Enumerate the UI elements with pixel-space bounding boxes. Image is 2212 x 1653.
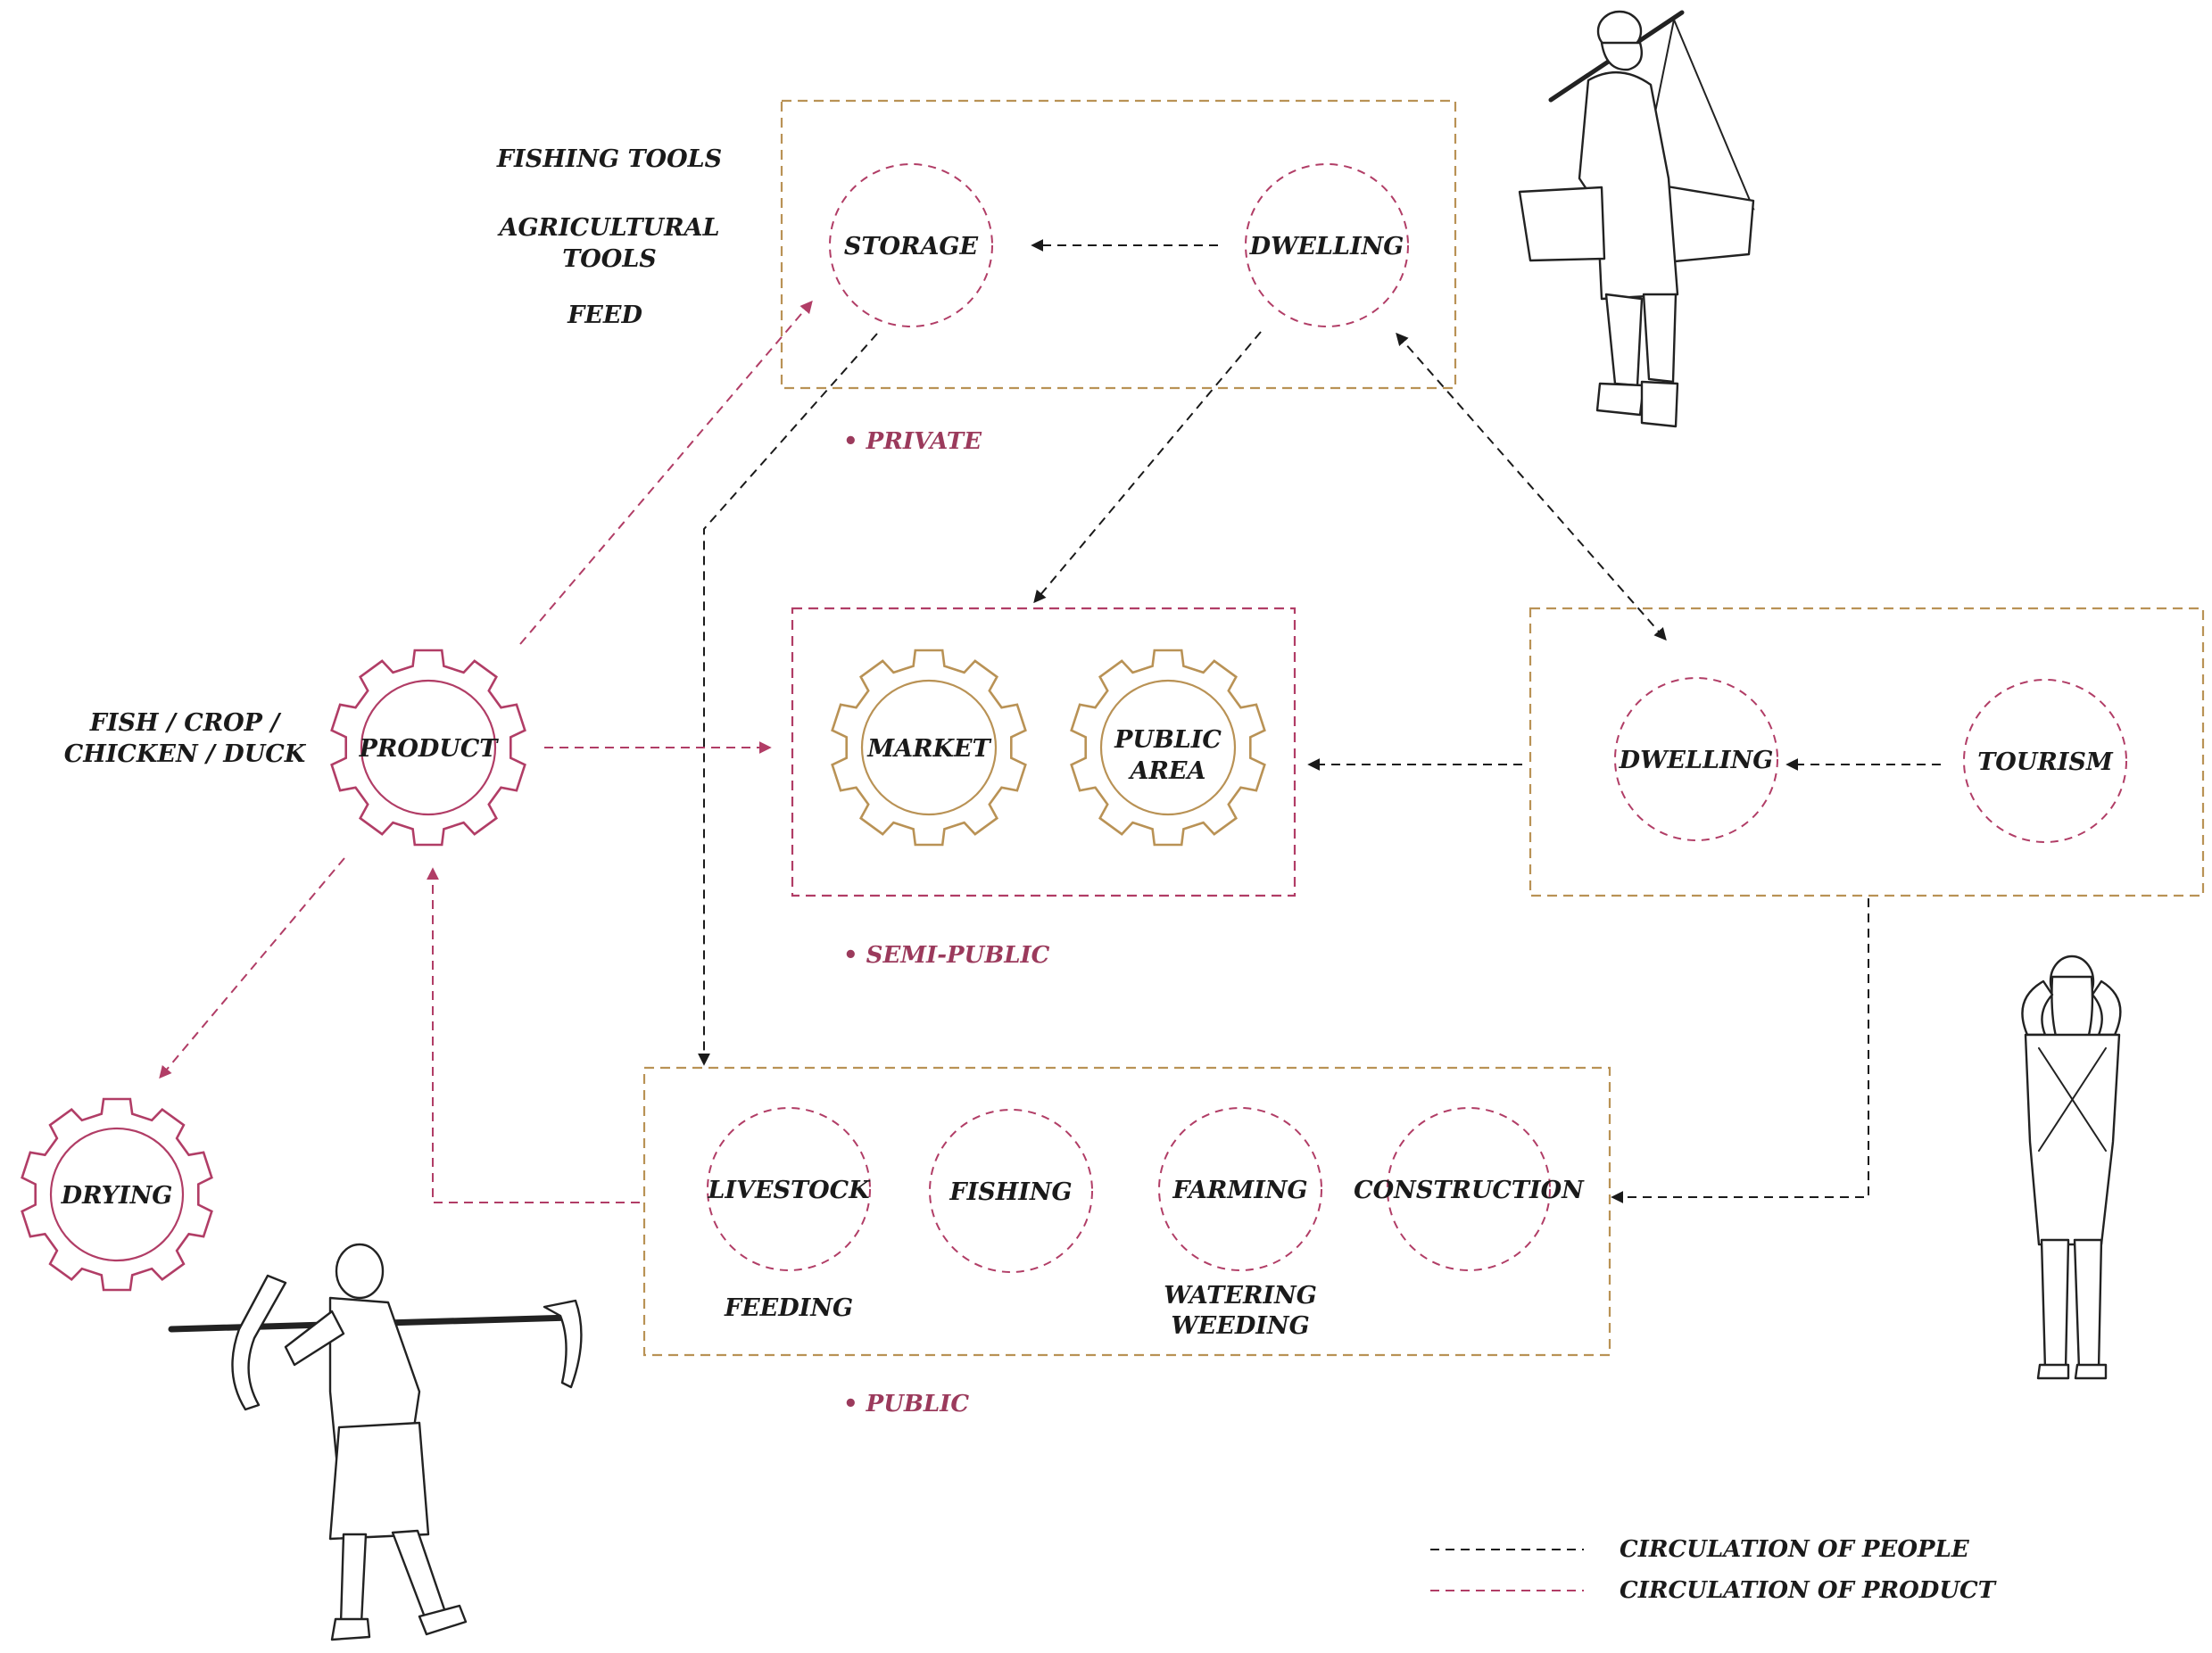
legend-people-label: CIRCULATION OF PEOPLE [1620,1536,1970,1563]
tourism-zone-box [1529,607,2205,897]
feed-note: FEED [567,302,642,329]
construction-node [1387,1107,1551,1271]
tourism-label: TOURISM [1977,748,2114,776]
flow-dwelling-to-market [1033,331,1262,604]
farming-node [1158,1107,1322,1271]
flow-dwelling-to-dwelling [1396,332,1667,641]
storage-label: STORAGE [844,233,979,260]
public-area-label-line1: PUBLIC [1114,726,1222,754]
construction-label: CONSTRUCTION [1354,1177,1585,1204]
product-gear-icon [330,649,526,847]
dwelling-private-node [1245,163,1409,327]
fish-crop-note-2: CHICKEN / DUCK [64,740,307,768]
semi-public-zone-box [791,607,1297,897]
storage-node [829,163,993,327]
fisherman-figure-icon [1518,10,1755,428]
farmer-figure-icon [168,1243,583,1641]
flow-storage-to-public [698,333,878,1066]
dwelling-private-label: DWELLING [1249,233,1404,260]
photographer-figure-icon [2021,955,2122,1380]
dwelling-tourism-node [1614,677,1778,841]
tourism-node [1963,679,2127,843]
private-zone-label: • PRIVATE [843,428,982,455]
agricultural-tools-note-1: AGRICULTURAL [497,214,720,242]
agricultural-tools-note-2: TOOLS [562,245,657,273]
flow-tourism-zone-to-public [1611,898,1869,1203]
semi-public-zone-label: • SEMI-PUBLIC [843,942,1050,969]
fish-crop-note-1: FISH / CROP / [89,709,283,737]
product-label: PRODUCT [359,735,500,763]
flow-product-to-storage [519,300,813,645]
feeding-note: FEEDING [724,1294,853,1322]
legend: CIRCULATION OF PEOPLE CIRCULATION OF PRO… [1430,1536,1997,1604]
flow-product-to-drying [159,857,345,1079]
public-area-label-line2: AREA [1128,757,1206,785]
fishing-node [929,1109,1093,1273]
dwelling-tourism-label: DWELLING [1619,747,1774,774]
fishing-tools-note: FISHING TOOLS [496,145,722,173]
people-flows [698,239,1941,1203]
public-zone-box [642,1066,1611,1357]
market-label: MARKET [866,735,991,763]
livestock-label: LIVESTOCK [707,1177,871,1204]
drying-label: DRYING [61,1182,173,1210]
legend-product-label: CIRCULATION OF PRODUCT [1620,1577,1997,1604]
market-gear-icon [831,649,1027,847]
drying-gear-icon [21,1097,213,1292]
watering-note: WATERING [1164,1282,1317,1310]
public-area-gear-icon [1070,649,1266,847]
livestock-node [707,1107,871,1271]
fishing-label: FISHING [949,1178,1072,1206]
public-zone-label: • PUBLIC [843,1391,969,1417]
flow-public-to-product [427,867,640,1203]
weeding-note: WEEDING [1171,1312,1309,1340]
farming-label: FARMING [1172,1177,1307,1204]
product-flows [159,300,813,1203]
